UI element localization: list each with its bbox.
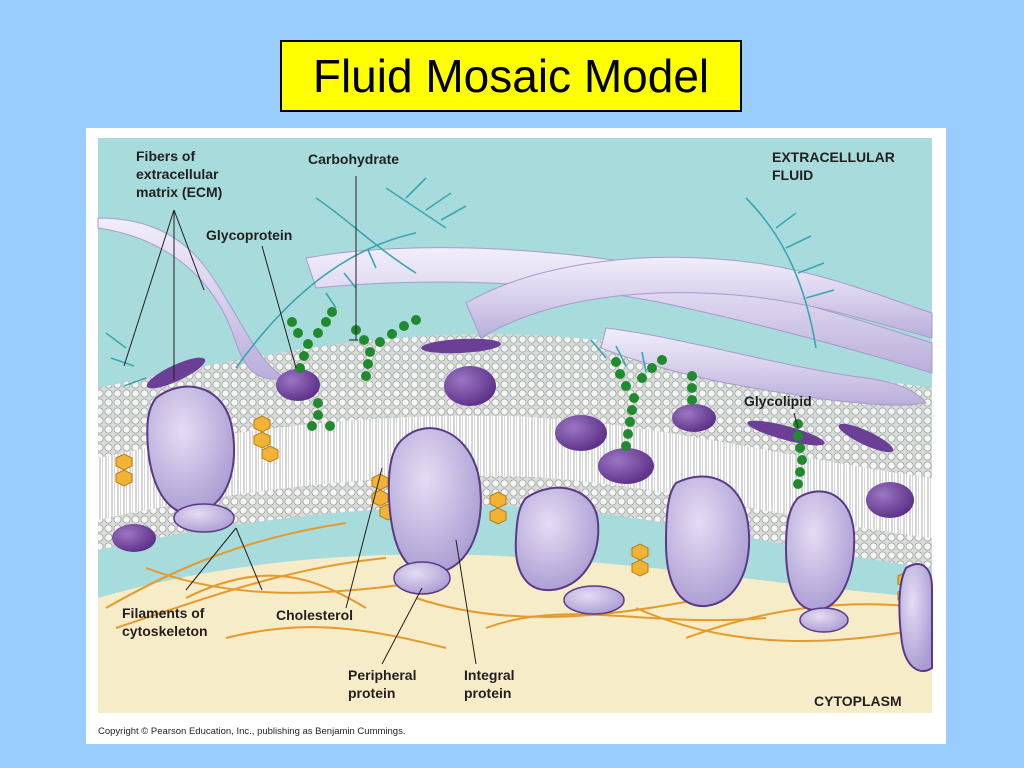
label-carbohydrate: Carbohydrate xyxy=(308,151,399,167)
label-extracellular-2: FLUID xyxy=(772,167,813,183)
label-cholesterol: Cholesterol xyxy=(276,607,353,623)
label-peripheral-1: Peripheral xyxy=(348,667,416,683)
integral-proteins xyxy=(146,385,933,672)
label-extracellular-1: EXTRACELLULAR xyxy=(772,149,895,165)
label-integral-1: Integral xyxy=(464,667,515,683)
ecm-binding-proteins xyxy=(146,338,894,453)
copyright-notice: Copyright © Pearson Education, Inc., pub… xyxy=(98,726,405,737)
label-ecm-2: extracellular xyxy=(136,166,219,182)
leader-lines xyxy=(123,176,799,665)
ecm-fibers xyxy=(97,217,933,406)
cytoskeleton-filaments xyxy=(105,522,927,649)
label-glycoprotein: Glycoprotein xyxy=(206,227,292,243)
membrane-figure: Fibers of extracellular matrix (ECM) Car… xyxy=(86,128,946,744)
slide-title: Fluid Mosaic Model xyxy=(312,50,710,102)
slide-title-box: Fluid Mosaic Model xyxy=(280,40,742,112)
label-ecm-3: matrix (ECM) xyxy=(136,184,222,200)
fluid-mosaic-diagram: Fibers of extracellular matrix (ECM) Car… xyxy=(97,138,933,737)
label-filaments-2: cytoskeleton xyxy=(122,623,208,639)
label-glycolipid: Glycolipid xyxy=(744,393,812,409)
ecm-proteoglycans xyxy=(105,177,835,387)
carbohydrate-chains xyxy=(287,307,807,489)
label-filaments-1: Filaments of xyxy=(122,605,205,621)
label-ecm-1: Fibers of xyxy=(136,148,195,164)
label-cytoplasm: CYTOPLASM xyxy=(814,693,902,709)
label-integral-2: protein xyxy=(464,685,511,701)
label-peripheral-2: protein xyxy=(348,685,395,701)
peripheral-proteins xyxy=(112,366,914,552)
diagram-labels: Fibers of extracellular matrix (ECM) Car… xyxy=(122,148,902,709)
